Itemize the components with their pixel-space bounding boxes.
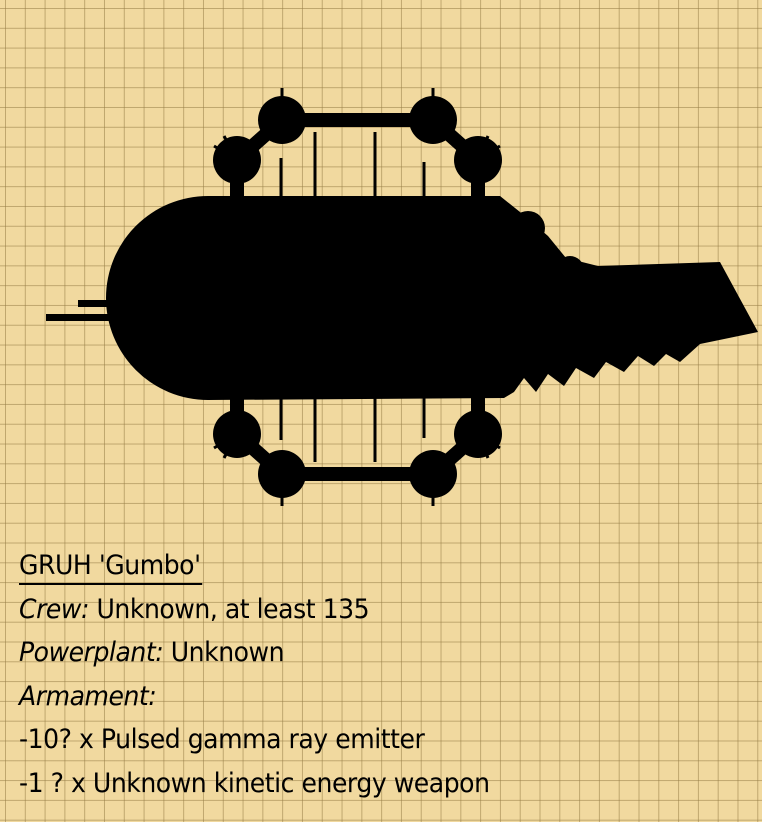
powerplant-value: Unknown <box>170 637 285 668</box>
armament-item: -10? x Pulsed gamma ray emitter <box>19 724 425 755</box>
ship-title: GRUH 'Gumbo' <box>19 549 203 585</box>
ship-silhouette <box>46 88 758 506</box>
ship-specs: GRUH 'Gumbo' Crew: Unknown, at least 135… <box>19 544 739 805</box>
crew-value: Unknown, at least 135 <box>96 593 370 625</box>
ship-title-row: GRUH 'Gumbo' <box>19 544 689 588</box>
crew-row: Crew: Unknown, at least 135 <box>19 588 689 632</box>
armament-label: Armament: <box>19 680 157 712</box>
powerplant-label: Powerplant: <box>19 637 164 668</box>
crew-label: Crew: <box>19 593 89 625</box>
armament-item: -1 ? x Unknown kinetic energy weapon <box>19 767 490 799</box>
armament-row: Armament: <box>19 675 689 719</box>
powerplant-row: Powerplant: Unknown <box>19 631 689 675</box>
